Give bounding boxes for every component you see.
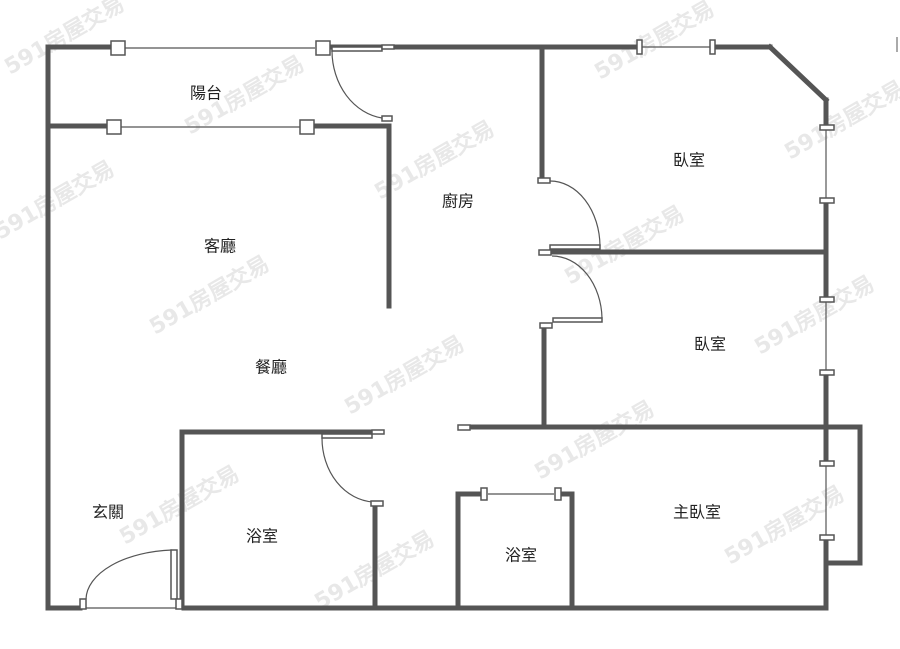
window-frame bbox=[315, 40, 331, 56]
window-frame bbox=[299, 119, 315, 135]
door-jamb bbox=[79, 598, 87, 610]
window-frame bbox=[819, 460, 835, 467]
door-leaf bbox=[170, 549, 178, 600]
window-frame bbox=[819, 296, 835, 303]
window-frame bbox=[819, 197, 835, 204]
door-jamb bbox=[175, 598, 183, 610]
label-bedroom-1: 臥室 bbox=[673, 151, 705, 170]
window-frame bbox=[819, 534, 835, 541]
door-jamb bbox=[381, 44, 395, 50]
label-kitchen: 廚房 bbox=[442, 192, 474, 211]
watermark: 591房屋交易 bbox=[0, 0, 129, 80]
watermarks: 591房屋交易 591房屋交易 591房屋交易 591房屋交易 591房屋交易 … bbox=[0, 0, 900, 615]
label-bathroom-1: 浴室 bbox=[246, 527, 278, 546]
door-jamb bbox=[381, 115, 393, 122]
label-master-bedroom: 主臥室 bbox=[673, 503, 721, 522]
window-frame bbox=[819, 124, 835, 131]
watermark: 591房屋交易 bbox=[340, 331, 469, 420]
window-frame bbox=[709, 39, 716, 55]
door-leaf bbox=[549, 244, 601, 250]
watermark: 591房屋交易 bbox=[750, 271, 879, 360]
door-entrance bbox=[79, 549, 183, 610]
door-jamb bbox=[537, 177, 551, 184]
label-dining-room: 餐廳 bbox=[255, 358, 287, 377]
watermark: 591房屋交易 bbox=[145, 251, 274, 340]
door-jamb bbox=[371, 429, 385, 435]
door-swing bbox=[551, 255, 603, 319]
door-bathroom1 bbox=[321, 429, 385, 507]
watermark: 591房屋交易 bbox=[0, 156, 119, 245]
door-bedroom2 bbox=[539, 255, 603, 329]
label-balcony: 陽台 bbox=[190, 84, 222, 103]
wall-diagonal bbox=[766, 43, 830, 104]
door-swing bbox=[549, 180, 601, 247]
watermark: 591房屋交易 bbox=[720, 481, 849, 570]
label-entrance: 玄關 bbox=[92, 503, 124, 522]
room-labels: 陽台 客廳 廚房 餐廳 臥室 臥室 主臥室 玄關 浴室 浴室 bbox=[92, 84, 726, 565]
window-frame bbox=[106, 119, 122, 135]
label-bedroom-2: 臥室 bbox=[694, 335, 726, 354]
label-living-room: 客廳 bbox=[204, 237, 236, 256]
window-frame bbox=[636, 39, 643, 55]
door-jamb bbox=[538, 249, 552, 256]
walls bbox=[45, 43, 863, 611]
door-leaf bbox=[552, 317, 603, 323]
windows bbox=[106, 39, 835, 541]
watermark: 591房屋交易 bbox=[115, 461, 244, 550]
door-leaf bbox=[321, 433, 373, 439]
door-balcony bbox=[331, 44, 395, 122]
door-swing bbox=[85, 549, 173, 600]
door-swing bbox=[331, 50, 383, 119]
label-bathroom-2: 浴室 bbox=[505, 546, 537, 565]
watermark: 591房屋交易 bbox=[530, 396, 659, 485]
window-frame bbox=[110, 40, 126, 56]
door-swing bbox=[321, 437, 374, 503]
window-frame bbox=[554, 487, 562, 501]
watermark: 591房屋交易 bbox=[590, 0, 719, 85]
door-bedroom1 bbox=[537, 177, 601, 256]
door-jamb bbox=[539, 322, 553, 329]
doors bbox=[79, 44, 603, 610]
door-leaf bbox=[331, 46, 383, 52]
door-jamb bbox=[370, 500, 384, 507]
window-frame bbox=[480, 487, 488, 501]
window-frame bbox=[819, 369, 835, 376]
door-master-jamb bbox=[457, 424, 471, 431]
watermark: 591房屋交易 bbox=[780, 76, 900, 165]
